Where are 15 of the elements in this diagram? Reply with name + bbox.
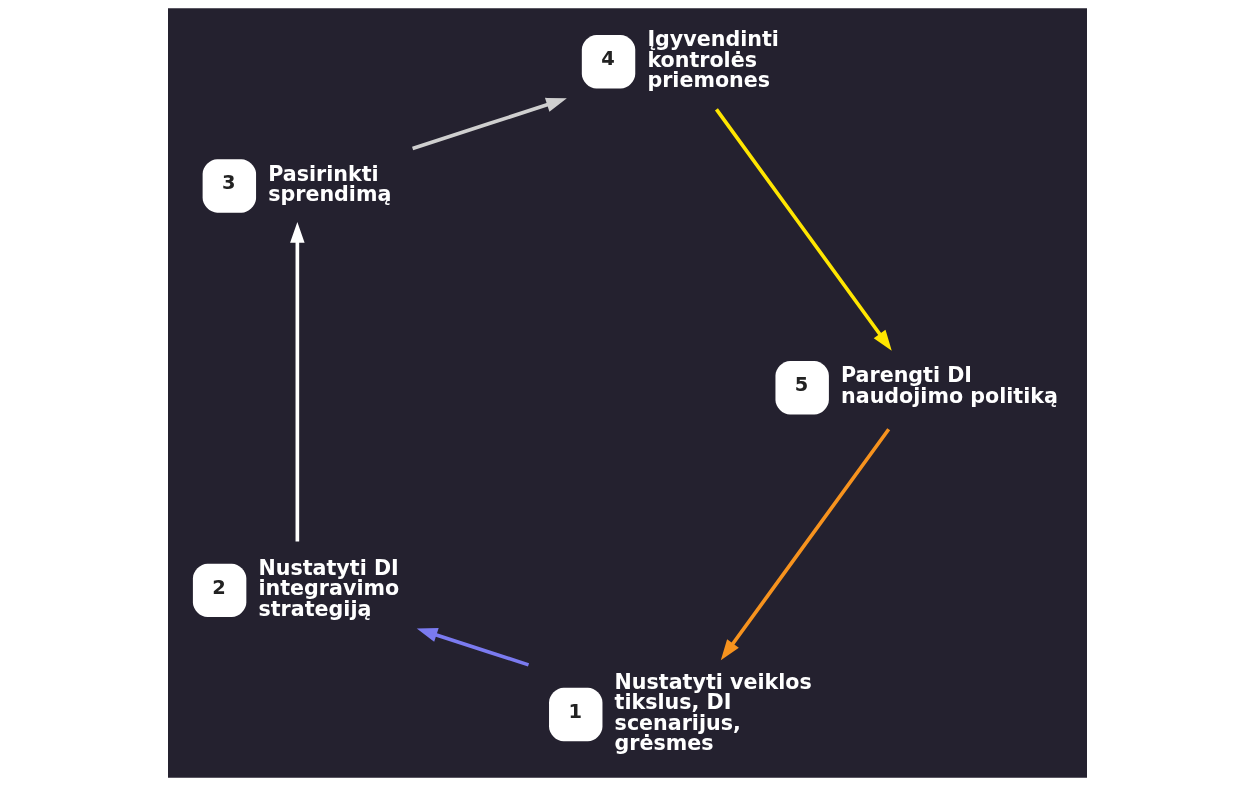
node-box: 5	[775, 361, 829, 415]
node-box: 4	[581, 35, 636, 89]
node-label: Įgyvendinti kontrolės priemones	[647, 27, 779, 93]
node-box: 3	[202, 159, 257, 213]
node-label: Parengti DI naudojimo politiką	[841, 363, 1058, 409]
arrow	[720, 428, 891, 661]
arrow	[290, 222, 305, 542]
node-box: 2	[192, 563, 247, 618]
node-box: 1	[549, 687, 603, 742]
node-label: Nustatyti DI integravimo strategiją	[258, 555, 400, 621]
arrow	[416, 628, 530, 667]
node-label: Pasirinkti sprendimą	[268, 161, 392, 207]
arrow	[714, 108, 892, 351]
arrow	[412, 97, 567, 151]
node-label: Nustatyti veiklos tikslus, DI scenarijus, grėsmes	[614, 669, 812, 756]
